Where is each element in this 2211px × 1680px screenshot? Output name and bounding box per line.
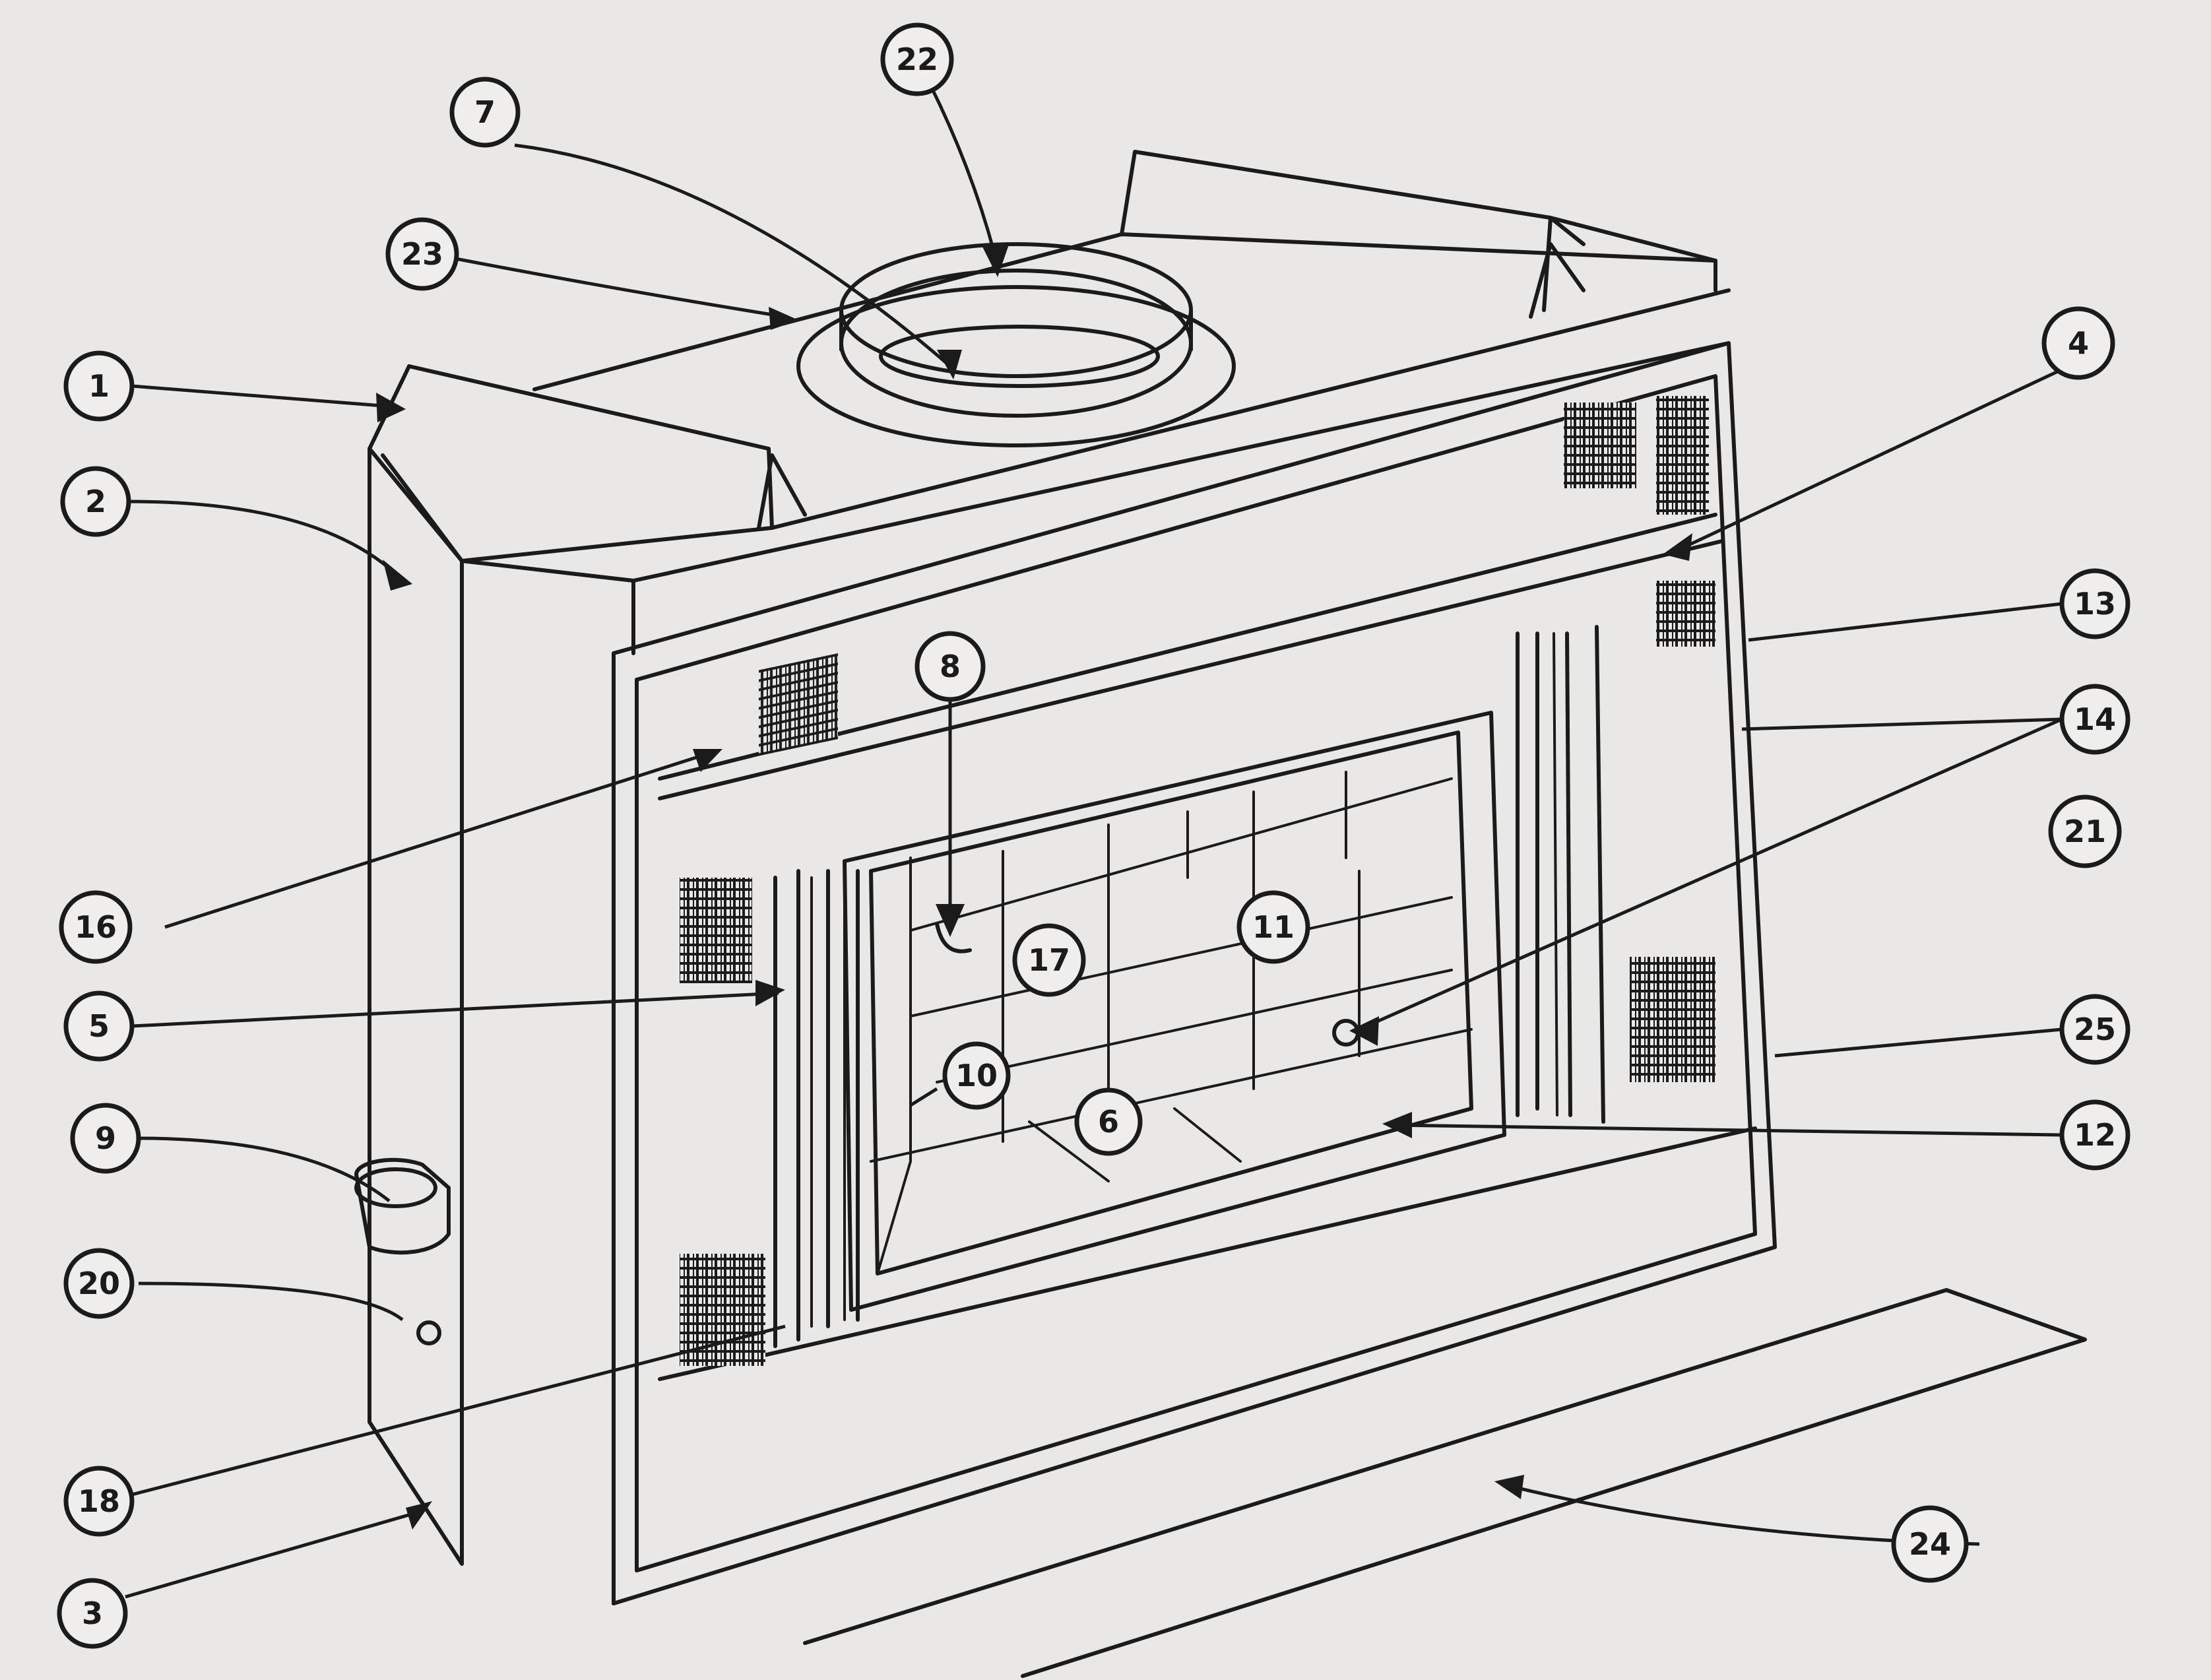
callout-25: 25 xyxy=(2059,994,2131,1065)
svg-text:12: 12 xyxy=(2074,1117,2116,1153)
svg-text:11: 11 xyxy=(1252,909,1295,945)
svg-text:3: 3 xyxy=(82,1596,103,1631)
svg-text:18: 18 xyxy=(78,1483,120,1519)
svg-text:7: 7 xyxy=(474,94,496,130)
svg-text:20: 20 xyxy=(78,1266,120,1301)
callout-7: 7 xyxy=(449,77,521,148)
callout-5: 5 xyxy=(63,990,135,1062)
svg-text:4: 4 xyxy=(2068,325,2089,361)
callout-8: 8 xyxy=(914,631,986,702)
callout-3: 3 xyxy=(57,1578,128,1649)
callout-20: 20 xyxy=(63,1248,135,1319)
callout-12: 12 xyxy=(2059,1099,2131,1171)
arrowheads xyxy=(376,243,1692,1530)
svg-text:25: 25 xyxy=(2074,1012,2116,1047)
svg-text:14: 14 xyxy=(2074,701,2116,737)
callout-21: 21 xyxy=(2048,794,2122,868)
svg-text:8: 8 xyxy=(940,649,961,684)
svg-text:24: 24 xyxy=(1909,1526,1951,1562)
callout-11: 11 xyxy=(1236,890,1310,964)
fireplace-body xyxy=(354,150,2087,1678)
svg-text:2: 2 xyxy=(85,484,106,519)
svg-text:9: 9 xyxy=(95,1120,116,1156)
callout-2: 2 xyxy=(60,466,131,537)
leader-lines xyxy=(125,58,2063,1599)
callout-13: 13 xyxy=(2059,568,2131,639)
callout-10: 10 xyxy=(942,1041,1011,1110)
svg-text:16: 16 xyxy=(75,909,117,945)
svg-text:13: 13 xyxy=(2074,586,2116,622)
callout-4: 4 xyxy=(2041,306,2115,380)
callout-9: 9 xyxy=(70,1103,141,1174)
callout-17: 17 xyxy=(1012,923,1086,997)
svg-text:23: 23 xyxy=(401,236,443,272)
callout-bubbles: 1 2 3 4 5 6 7 8 9 10 11 12 13 14 16 17 1… xyxy=(57,22,2131,1649)
callout-22: 22 xyxy=(880,22,954,96)
svg-text:1: 1 xyxy=(88,368,110,404)
svg-text:22: 22 xyxy=(896,42,938,77)
callout-6: 6 xyxy=(1074,1087,1143,1156)
callout-18: 18 xyxy=(63,1466,135,1537)
svg-text:17: 17 xyxy=(1028,942,1070,978)
callout-14: 14 xyxy=(2059,684,2131,755)
callout-1: 1 xyxy=(63,350,135,422)
svg-text:6: 6 xyxy=(1098,1104,1119,1140)
callout-23: 23 xyxy=(385,217,459,291)
callout-16: 16 xyxy=(59,890,133,964)
callout-24: 24 xyxy=(1891,1505,1969,1583)
svg-text:21: 21 xyxy=(2064,814,2106,849)
svg-text:10: 10 xyxy=(955,1058,998,1093)
svg-text:5: 5 xyxy=(88,1008,110,1044)
